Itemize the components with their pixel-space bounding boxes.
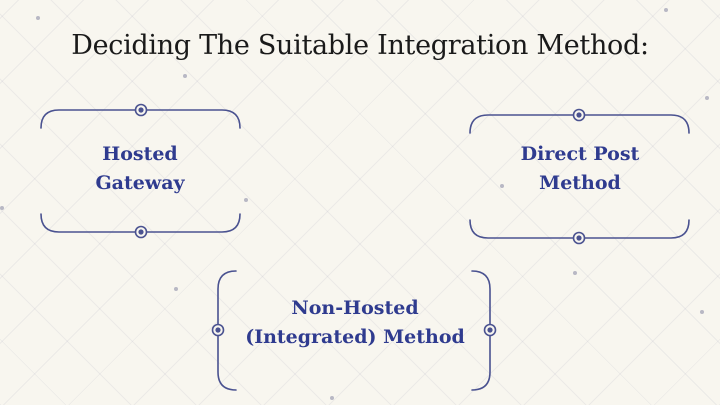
node-line: Hosted: [102, 143, 178, 165]
node-non-hosted-method: Non-Hosted (Integrated) Method: [218, 294, 492, 353]
node-line: Non-Hosted: [291, 297, 419, 319]
page-title: Deciding The Suitable Integration Method…: [71, 30, 649, 61]
node-hosted-gateway: Hosted Gateway: [40, 140, 240, 199]
node-line: Direct Post: [520, 143, 640, 165]
node-line: (Integrated) Method: [245, 326, 465, 349]
node-direct-post-method: Direct Post Method: [470, 140, 690, 199]
node-line: Method: [539, 172, 621, 195]
node-line: Gateway: [95, 172, 185, 195]
